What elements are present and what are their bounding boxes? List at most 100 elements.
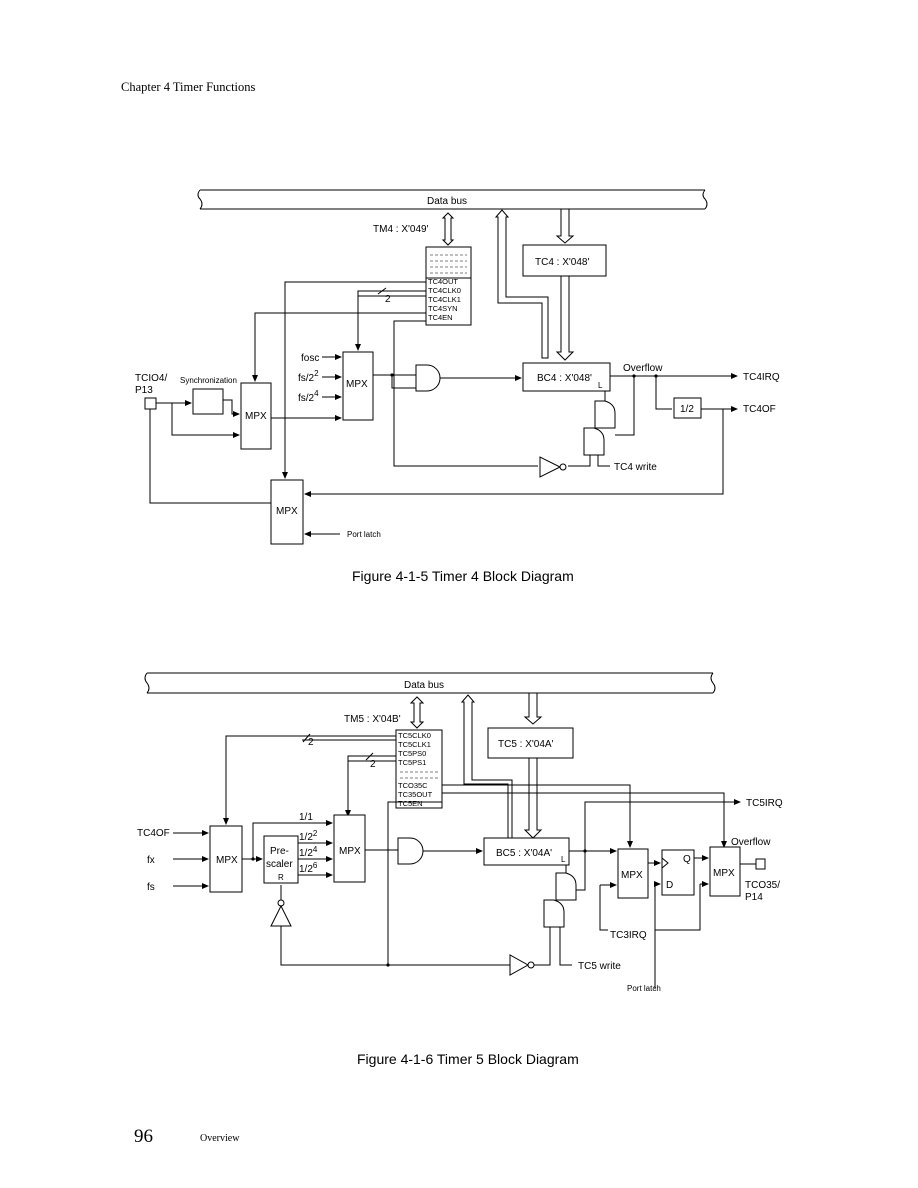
tc4en-line — [393, 320, 538, 467]
tc4-register — [522, 244, 607, 277]
clock-mpx-label: MPX — [339, 846, 361, 857]
pin-p14 — [755, 858, 766, 870]
timer5-block-diagram: Data bus TM5 : X'04B' TC5 : X'04A' TC5CL… — [137, 672, 783, 1067]
output-tc4of-label: TC4OF — [743, 404, 776, 415]
data-bus-label: Data bus — [404, 680, 444, 691]
divider-label: 1/2 — [680, 404, 694, 415]
data-bus-label: Data bus — [427, 196, 467, 207]
prescaler-reset-label: R — [278, 873, 284, 882]
tm5-bus-arrow — [409, 696, 425, 729]
tm4-bit: TC4SYN — [428, 304, 458, 313]
divider-half — [673, 397, 702, 419]
bus-to-bc4-arrow — [494, 209, 549, 359]
bus-width-label: 2 — [385, 294, 391, 305]
bus-to-bc5-arrow — [460, 694, 513, 841]
section-name: Overview — [200, 1133, 240, 1144]
tm5-register-label: TM5 : X'04B' — [344, 714, 401, 725]
clock-mpx-label: MPX — [346, 379, 368, 390]
tc35out-line — [442, 792, 727, 848]
load-or-gate — [594, 400, 616, 429]
bus-to-tc5-arrow — [523, 693, 543, 725]
tc5-to-bc5-arrow — [523, 758, 543, 839]
write-label: TC5 write — [578, 961, 621, 972]
tm5-register: TC5CLK0 TC5CLK1 TC5PS0 TC5PS1 TCO35C TC3… — [395, 729, 443, 809]
bc5-counter-label: BC5 : X'04A' — [496, 848, 552, 859]
div-1-16: 1/24 — [299, 845, 318, 859]
tm4-register: TC4OUT TC4CLK0 TC4CLK1 TC4SYN TC4EN — [425, 246, 472, 326]
data-bus: Data bus — [144, 672, 716, 694]
figure-caption: Figure 4-1-6 Timer 5 Block Diagram — [357, 1051, 579, 1067]
bus-to-tc4-arrow — [555, 209, 575, 244]
irq-tc3irq-label: TC3IRQ — [610, 930, 647, 941]
tm5-bit: TC5CLK0 — [398, 731, 431, 740]
flip-flop — [661, 849, 695, 896]
running-header: Chapter 4 Timer Functions — [121, 80, 256, 94]
prescaler-label-2: scaler — [266, 859, 293, 870]
tc4-to-bc4-arrow — [555, 276, 575, 361]
tc5-register — [487, 727, 574, 759]
output-mpx-label: MPX — [713, 868, 735, 879]
div-1-1: 1/1 — [299, 812, 313, 823]
tm4-bit: TC4CLK1 — [428, 295, 461, 304]
irq-tc4irq-label: TC4IRQ — [743, 372, 780, 383]
tco35c-line — [442, 784, 633, 848]
irq-select-mpx-label: MPX — [621, 870, 643, 881]
tm5-bit: TC5CLK1 — [398, 740, 431, 749]
bc4-counter — [522, 362, 611, 392]
bus-width-label-2: 2 — [370, 759, 376, 770]
clock-fs16-label: fs/24 — [298, 389, 319, 404]
tm4-bit: TC4EN — [428, 313, 453, 322]
clock-tc4of-label: TC4OF — [137, 828, 170, 839]
page-number: 96 — [134, 1126, 153, 1147]
prescaler-label-1: Pre- — [270, 846, 289, 857]
load-or-gate — [555, 872, 577, 901]
bc4-counter-label: BC4 : X'048' — [537, 373, 592, 384]
input-mpx — [209, 825, 243, 893]
clock-mpx — [333, 814, 366, 883]
overflow-label: Overflow — [731, 837, 771, 848]
tc5-register-label: TC5 : X'04A' — [498, 739, 554, 750]
and-gate-count — [397, 837, 424, 865]
prescaler — [263, 835, 299, 884]
pin-p13-label: P13 — [135, 385, 153, 396]
bc5-load-pin: L — [561, 855, 566, 864]
input-mpx — [240, 382, 272, 450]
tm5-bit: TC5PS1 — [398, 758, 426, 767]
output-mpx — [270, 479, 304, 545]
data-bus: Data bus — [197, 189, 708, 210]
irq-tc5irq-label: TC5IRQ — [746, 798, 783, 809]
input-mpx-label: MPX — [216, 855, 238, 866]
clock-fosc-label: fosc — [301, 353, 319, 364]
tc4out-line — [282, 281, 426, 479]
irq-select-mpx — [617, 848, 649, 899]
tc5ps-line — [345, 755, 396, 817]
tm4-bit: TC4CLK0 — [428, 286, 461, 295]
input-mpx-label: MPX — [245, 411, 267, 422]
figure-caption: Figure 4-1-5 Timer 4 Block Diagram — [352, 568, 574, 584]
inverter-gate — [509, 954, 530, 976]
overflow-label: Overflow — [623, 363, 663, 374]
output-port-label: P14 — [745, 892, 763, 903]
port-latch-label: Port latch — [347, 530, 381, 539]
tm4-bit: TC4OUT — [428, 277, 458, 286]
timer4-block-diagram: Data bus TM4 : X'049' TC4OUT TC4CLK0 TC4… — [135, 189, 780, 584]
div-1-4: 1/22 — [299, 829, 318, 843]
tm4-register-label: TM4 : X'049' — [373, 224, 429, 235]
clock-fs4-label: fs/22 — [298, 369, 319, 384]
div-1-64: 1/26 — [299, 861, 318, 875]
tm5-bit: TCO35C — [398, 781, 428, 790]
reset-buffer — [270, 904, 292, 927]
load-and-gate — [583, 427, 605, 456]
output-pin-label: TCO35/ — [745, 880, 780, 891]
tc4-register-label: TC4 : X'048' — [535, 257, 589, 268]
tm4-bus-arrow — [441, 212, 455, 246]
bus-width-slash — [377, 287, 387, 295]
pin-tcio4-label: TCIO4/ — [135, 373, 167, 384]
port-latch-label: Port latch — [627, 984, 661, 993]
flip-flop-d: D — [666, 880, 673, 891]
tc4clk-line — [355, 290, 426, 351]
clock-fs-label: fs — [147, 882, 155, 893]
clock-fx-label: fx — [147, 855, 155, 866]
tm5-bit: TC35OUT — [398, 790, 433, 799]
tc4syn-line — [252, 312, 426, 382]
